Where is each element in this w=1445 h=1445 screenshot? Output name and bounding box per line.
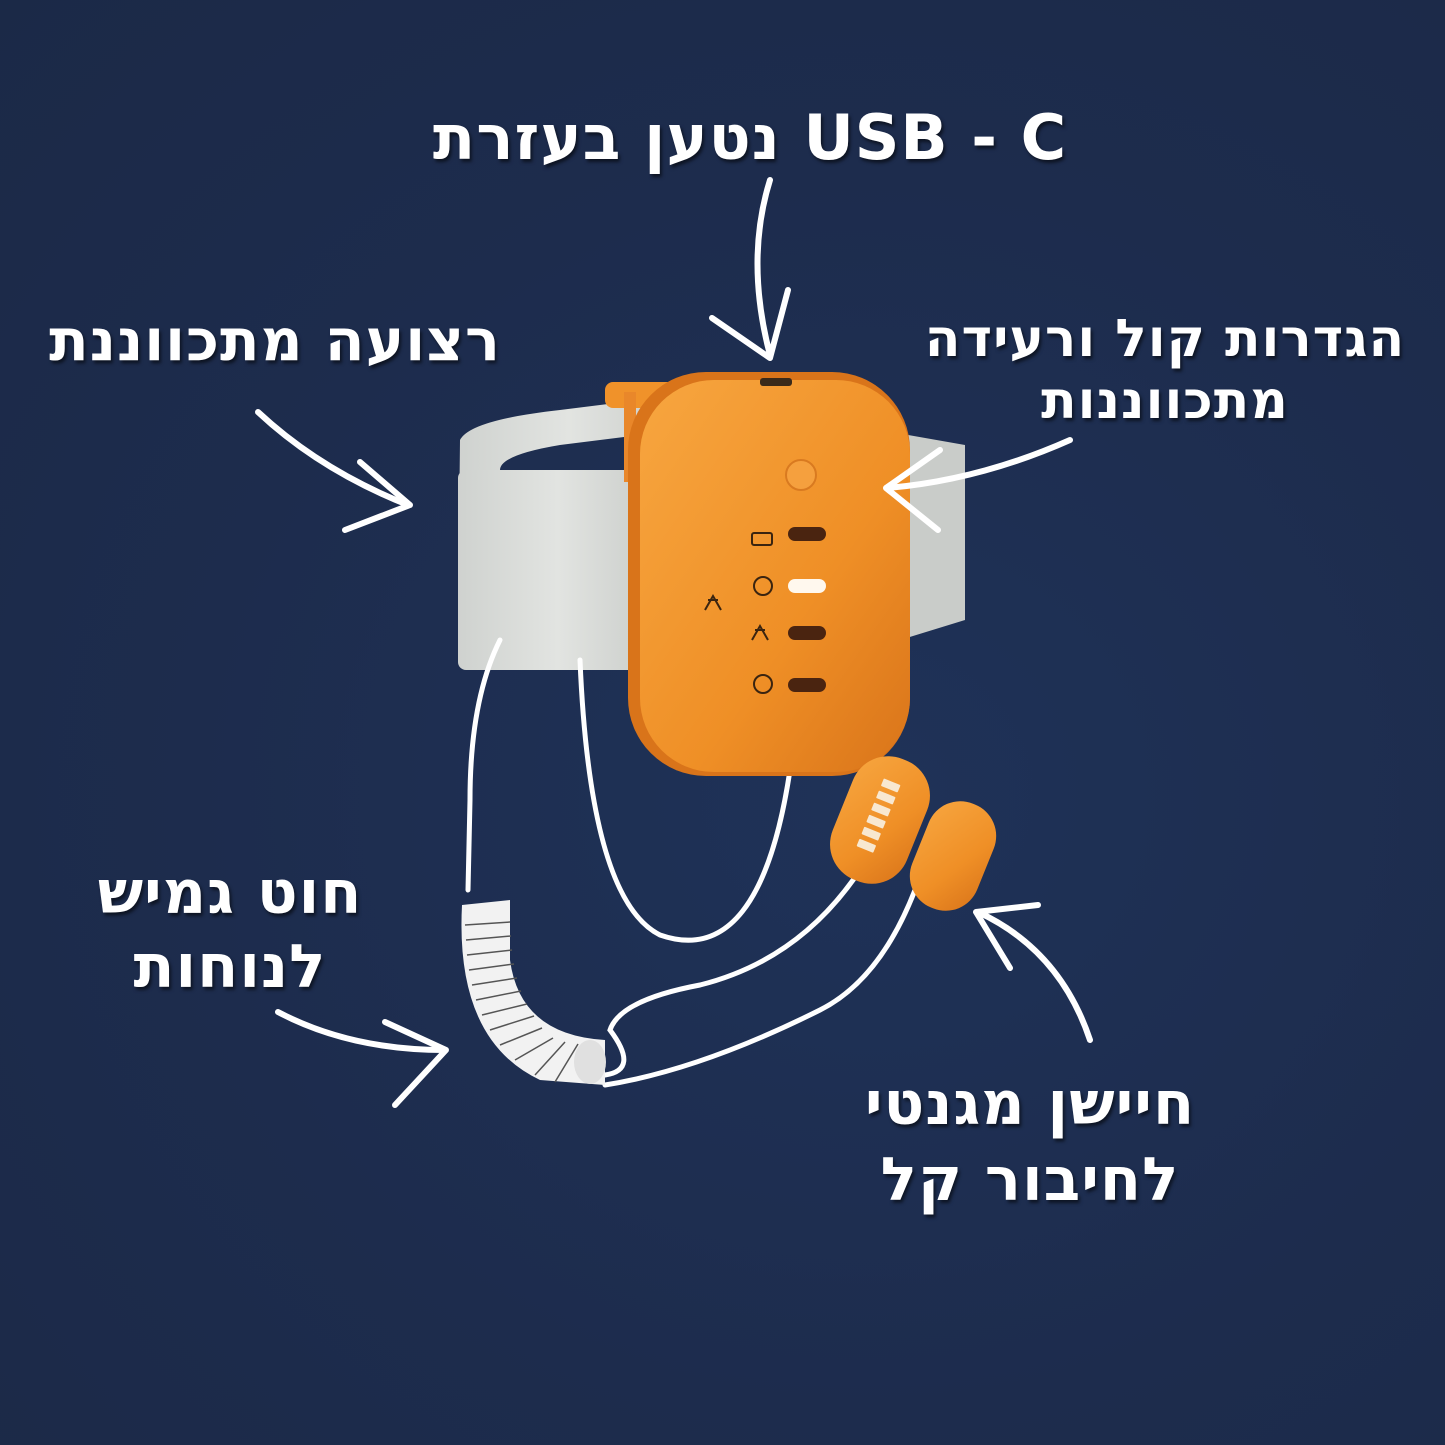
led-battery xyxy=(788,527,826,541)
arrow-settings-head xyxy=(883,447,943,533)
settings-text-line-1: הגדרות קול ורעידה xyxy=(924,309,1406,369)
led-vibration xyxy=(788,626,826,640)
arrow-sensor xyxy=(975,909,1093,1043)
led-sound-vibration xyxy=(788,678,826,692)
adjustable-strap-label: רצועה מתכווננת xyxy=(10,300,540,380)
alarm-unit xyxy=(628,372,910,776)
cord-text-line-1: חוט גמיש xyxy=(97,858,363,928)
usb-charging-label: USB - C נטען בעזרת xyxy=(420,98,1080,178)
usb-charging-text: USB - C נטען בעזרת xyxy=(432,101,1068,174)
cord-text-line-2: לנוחות xyxy=(133,932,327,1002)
usb-c-port xyxy=(760,378,792,386)
sound-vibration-icon xyxy=(753,674,773,694)
settings-text-line-2: מתכווננות xyxy=(1041,371,1289,431)
sound-icon xyxy=(753,576,773,596)
magnetic-sensor xyxy=(830,756,997,911)
sensor-text-line-2: לחיבור קל xyxy=(880,1145,1180,1215)
sensor-text-line-1: חיישן מגנטי xyxy=(864,1069,1196,1139)
coiled-cord xyxy=(461,900,606,1085)
arrow-strap xyxy=(255,409,411,508)
adjustable-strap-text: רצועה מתכווננת xyxy=(49,306,501,374)
led-sound xyxy=(788,579,826,593)
arrow-usb-head xyxy=(709,287,791,361)
arrows xyxy=(255,177,1093,1108)
flexible-cord-label: חוט גמיש לנוחות xyxy=(70,856,390,1004)
arrow-cord-head xyxy=(382,1019,449,1108)
arrow-strap-head xyxy=(342,459,413,533)
magnetic-sensor-label: חיישן מגנטי לחיבור קל xyxy=(820,1066,1240,1218)
arrow-sensor-head xyxy=(973,902,1041,971)
arrow-settings xyxy=(885,437,1073,491)
battery-icon xyxy=(751,532,773,546)
vibration-icon xyxy=(751,623,769,641)
arrow-cord xyxy=(275,1009,448,1053)
sound-vibration-settings-label: הגדרות קול ורעידה מתכווננות xyxy=(905,308,1425,432)
cords xyxy=(465,637,918,1088)
power-button xyxy=(785,459,817,491)
arrow-usb xyxy=(754,177,773,358)
